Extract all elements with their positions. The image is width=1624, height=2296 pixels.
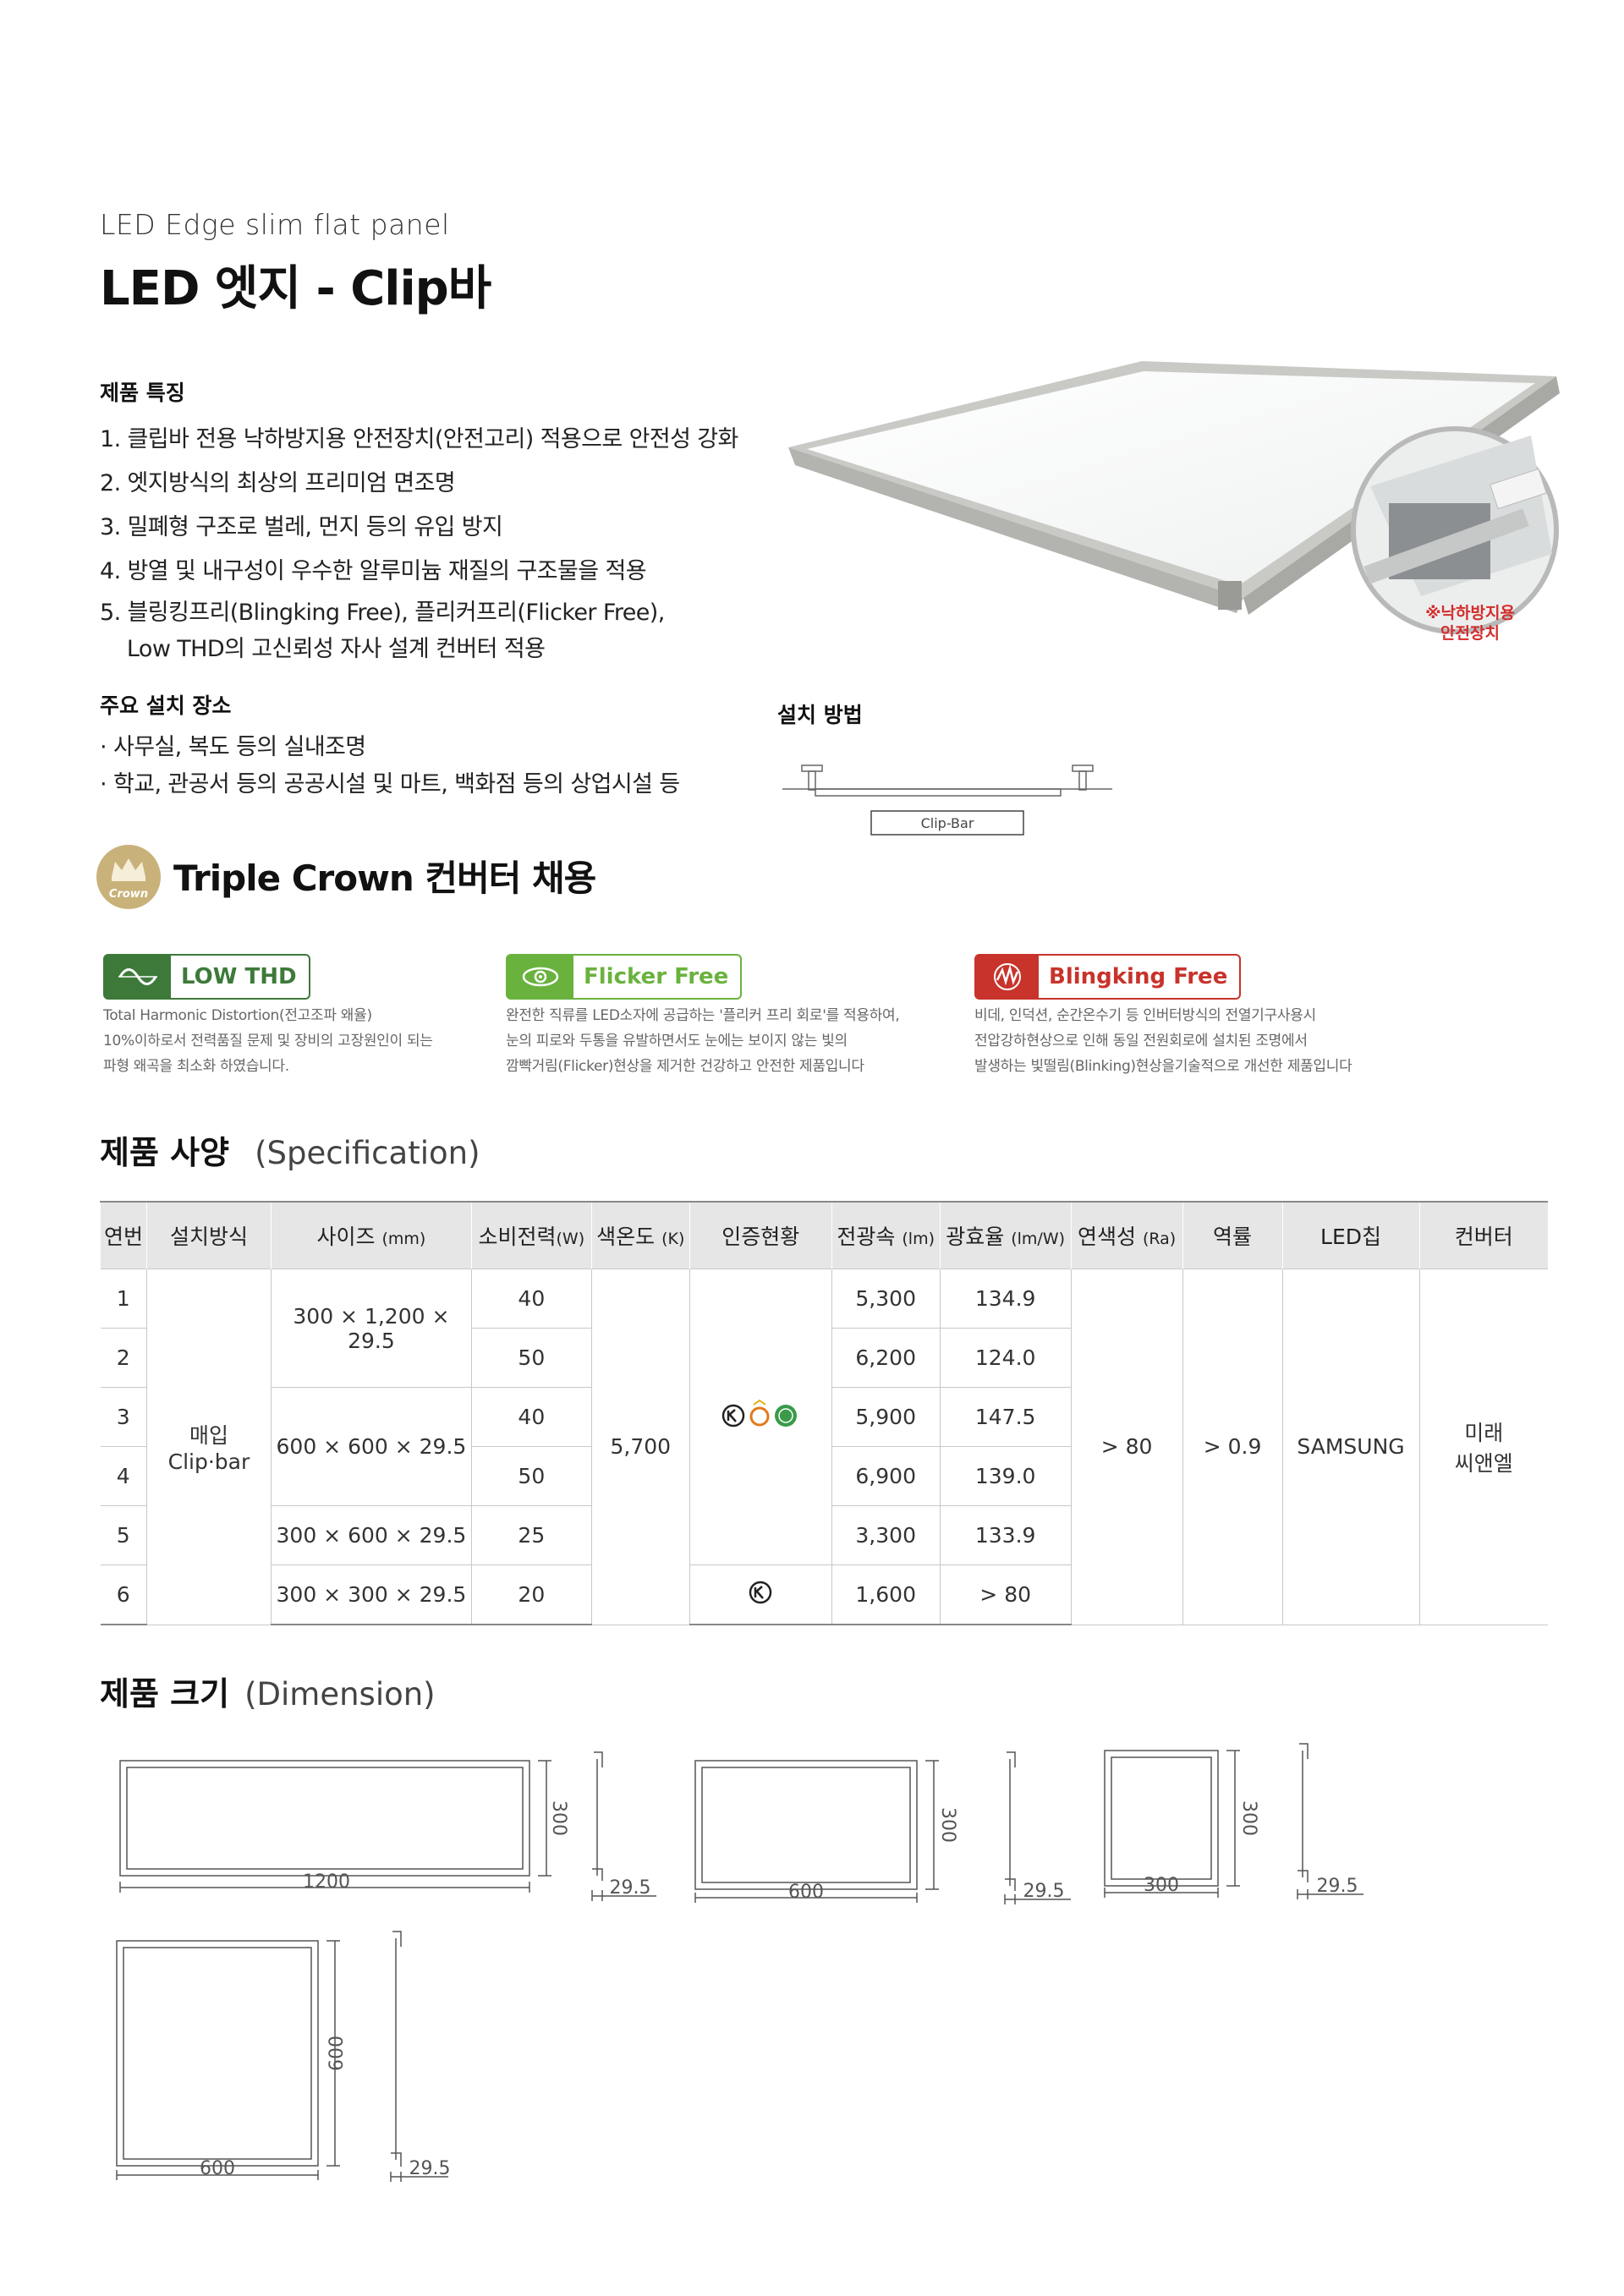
dimension-depth: 29.5 (1023, 1881, 1065, 1902)
feature-item: 5. 블링킹프리(Blingking Free), 플리커프리(Flicker … (100, 600, 665, 626)
badge-label: LOW THD (181, 964, 297, 989)
features-list: 1. 클립바 전용 낙하방지용 안전장치(안전고리) 적용으로 안전성 강화 2… (100, 418, 738, 666)
col-header-efficacy: 광효율 (lm/W) (939, 1201, 1072, 1269)
safety-callout-line2: 안전장치 (1440, 624, 1500, 643)
crown-logo-text: Crown (109, 888, 148, 901)
table-row: 6 300 × 300 × 29.5 20 1,600 > 80 (100, 1564, 1549, 1625)
col-header-no: 연번 (100, 1201, 147, 1269)
english-title: LED Edge slim flat panel (100, 208, 450, 241)
clip-bar-label: Clip-Bar (921, 815, 974, 831)
product-image: ※낙하방지용 안전장치 (788, 361, 1560, 643)
feature-item: 3. 밀폐형 구조로 벌레, 먼지 등의 유입 방지 (100, 514, 503, 540)
dimension-depth: 29.5 (1317, 1876, 1358, 1897)
col-header-flux: 전광속 (lm) (831, 1201, 941, 1269)
dimension-heading: 제품 크기(Dimension) (100, 1675, 436, 1712)
spark-icon (976, 956, 1039, 998)
col-header-cri: 연색성 (Ra) (1070, 1201, 1183, 1269)
converter-title: Triple Crown 컨버터 채용 (173, 858, 596, 899)
col-header-cct: 색온도 (K) (590, 1201, 690, 1269)
col-header-converter: 컨버터 (1418, 1201, 1548, 1269)
install-place-item: · 학교, 관공서 등의 공공시설 및 마트, 백화점 등의 상업시설 등 (100, 771, 680, 797)
feature-item: 2. 엣지방식의 최상의 프리미엄 면조명 (100, 470, 456, 496)
certification-marks-icon (721, 1399, 798, 1427)
dimension-depth: 29.5 (610, 1877, 651, 1899)
cct-cell: 5,700 (590, 1269, 690, 1625)
install-places-list: · 사무실, 복도 등의 실내조명 · 학교, 관공서 등의 공공시설 및 마트… (100, 729, 680, 803)
flicker-free-badge: Flicker Free (506, 954, 743, 1000)
install-method-diagram: Clip-Bar (782, 764, 1112, 836)
feature-item: 4. 방열 및 내구성이 우수한 알루미늄 재질의 구조물을 적용 (100, 558, 647, 584)
blinking-free-badge: Blingking Free (974, 954, 1242, 1000)
install-places-heading: 주요 설치 장소 (100, 693, 232, 718)
spec-heading: 제품 사양(Specification) (100, 1134, 480, 1171)
col-header-cert: 인증현황 (689, 1201, 832, 1269)
dimension-drawings: 1200 300 29.5 600 300 29.5 300 300 29.5 … (116, 1743, 1363, 2182)
spec-table: 연번 설치방식 사이즈 (mm) 소비전력(W) 색온도 (K) 인증현황 전광… (100, 1201, 1548, 1625)
cert-cell-kc-mark (689, 1269, 832, 1565)
dimension-width-1200: 1200 (303, 1871, 350, 1893)
eye-icon (508, 956, 573, 998)
feature-item: Low THD의 고신뢰성 자사 설계 컨버터 적용 (100, 636, 546, 662)
dimension-height-600: 600 (326, 2036, 348, 2071)
table-row: 5 300 × 600 × 29.5 25 3,300 133.9 (100, 1505, 1549, 1565)
low-thd-badge: LOW THD (103, 954, 310, 1000)
page-title: LED 엣지 - Clip바 (100, 261, 491, 316)
pf-cell: > 0.9 (1182, 1269, 1283, 1625)
col-header-chip: LED칩 (1281, 1201, 1419, 1269)
cert-cell-kc-mark (689, 1564, 832, 1625)
flicker-free-description: 완전한 직류를 LED소자에 공급하는 '플리커 프리 회로'를 적용하여, 눈… (506, 1007, 900, 1075)
table-row: 2 50 6,200 124.0 (100, 1328, 1549, 1388)
install-method-heading: 설치 방법 (777, 703, 863, 727)
dimension-width-300: 300 (1144, 1875, 1179, 1896)
sine-wave-icon (105, 956, 171, 998)
badge-label: Flicker Free (584, 964, 729, 989)
col-header-power: 소비전력(W) (470, 1201, 592, 1269)
dimension-height-300: 300 (1238, 1800, 1259, 1836)
dimension-height-300: 300 (937, 1807, 958, 1843)
dimension-depth: 29.5 (409, 2158, 451, 2179)
spec-header-row: 연번 설치방식 사이즈 (mm) 소비전력(W) 색온도 (K) 인증현황 전광… (100, 1201, 1548, 1269)
low-thd-description: Total Harmonic Distortion(전고조파 왜율) 10%이하… (103, 1007, 433, 1075)
dimension-height-300: 300 (548, 1800, 569, 1836)
col-header-pf: 역률 (1182, 1201, 1283, 1269)
dimension-width-600: 600 (200, 2158, 235, 2179)
feature-item: 1. 클립바 전용 낙하방지용 안전장치(안전고리) 적용으로 안전성 강화 (100, 426, 738, 452)
badge-label: Blingking Free (1049, 964, 1228, 989)
dimension-width-600: 600 (788, 1882, 824, 1903)
safety-callout-line1: ※낙하방지용 (1425, 604, 1515, 622)
install-place-item: · 사무실, 복도 등의 실내조명 (100, 734, 366, 760)
col-header-method: 설치방식 (145, 1201, 272, 1269)
blinking-free-description: 비데, 인덕션, 순간온수기 등 인버터방식의 전열기구사용시 전압강하현상으로… (974, 1007, 1352, 1075)
col-header-size: 사이즈 (mm) (270, 1201, 472, 1269)
crown-logo: Crown (96, 845, 161, 909)
cri-cell: > 80 (1070, 1269, 1183, 1625)
chip-cell: SAMSUNG (1281, 1269, 1420, 1625)
features-heading: 제품 특징 (100, 381, 185, 405)
kc-mark-icon (749, 1581, 772, 1603)
